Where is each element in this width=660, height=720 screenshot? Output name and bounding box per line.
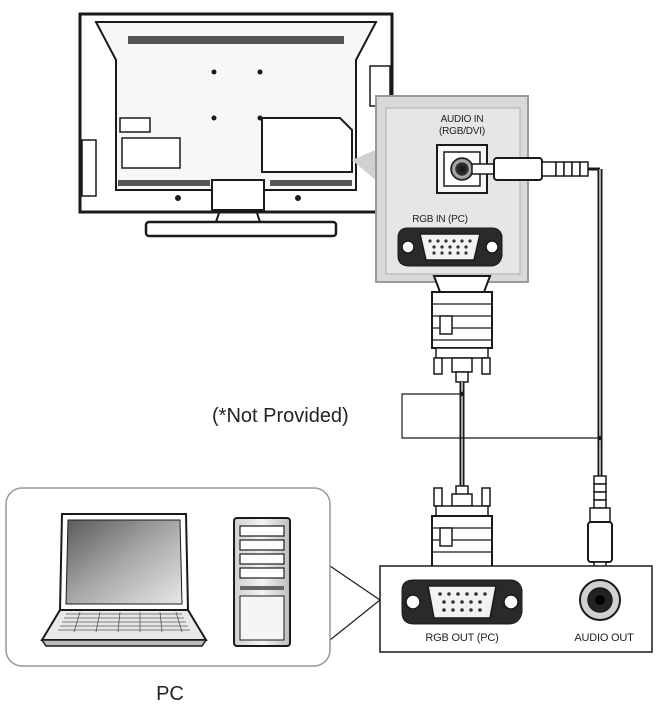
tv-top-vent — [128, 36, 344, 44]
pc-caption: PC — [156, 683, 184, 705]
tv-rear-view — [78, 12, 394, 238]
vga-cable-top-connector — [431, 275, 493, 383]
laptop-icon — [40, 513, 208, 647]
tv-side-panel-left — [81, 139, 97, 197]
audio-out-label: AUDIO OUT — [574, 632, 634, 644]
audio-out-jack — [579, 579, 621, 621]
tv-label-plate-2 — [121, 137, 181, 169]
tv-screw — [257, 69, 263, 75]
not-provided-bracket — [401, 393, 600, 439]
tv-screw — [211, 69, 217, 75]
desktop-tower-icon — [233, 517, 291, 647]
tv-bottom-vent-right — [270, 180, 352, 186]
pc-output-panel: RGB OUT (PC) AUDIO OUT — [379, 565, 653, 653]
tv-callout-wedge — [352, 148, 380, 184]
audio-in-jack — [436, 144, 488, 194]
tv-screw — [211, 115, 217, 121]
pc-callout-lines — [329, 565, 381, 641]
tv-stand-base — [144, 220, 338, 238]
rgb-out-port — [401, 579, 523, 625]
rgb-in-port — [397, 227, 503, 267]
rgb-out-label: RGB OUT (PC) — [425, 632, 498, 644]
rgb-in-label: RGB IN (PC) — [412, 214, 468, 225]
tv-bottom-vent-left — [118, 180, 210, 186]
not-provided-label: (*Not Provided) — [212, 405, 349, 427]
audio-cable-bottom-plug — [587, 475, 613, 579]
tv-terminal-panel: AUDIO IN (RGB/DVI) RGB IN (PC) — [375, 95, 529, 283]
tv-terminal-bay — [261, 117, 353, 173]
tv-stand-neck — [211, 179, 265, 211]
pc-group — [5, 487, 331, 667]
tv-label-plate-1 — [119, 117, 151, 133]
audio-in-label: AUDIO IN — [441, 114, 484, 125]
audio-in-sublabel: (RGB/DVI) — [439, 126, 485, 137]
